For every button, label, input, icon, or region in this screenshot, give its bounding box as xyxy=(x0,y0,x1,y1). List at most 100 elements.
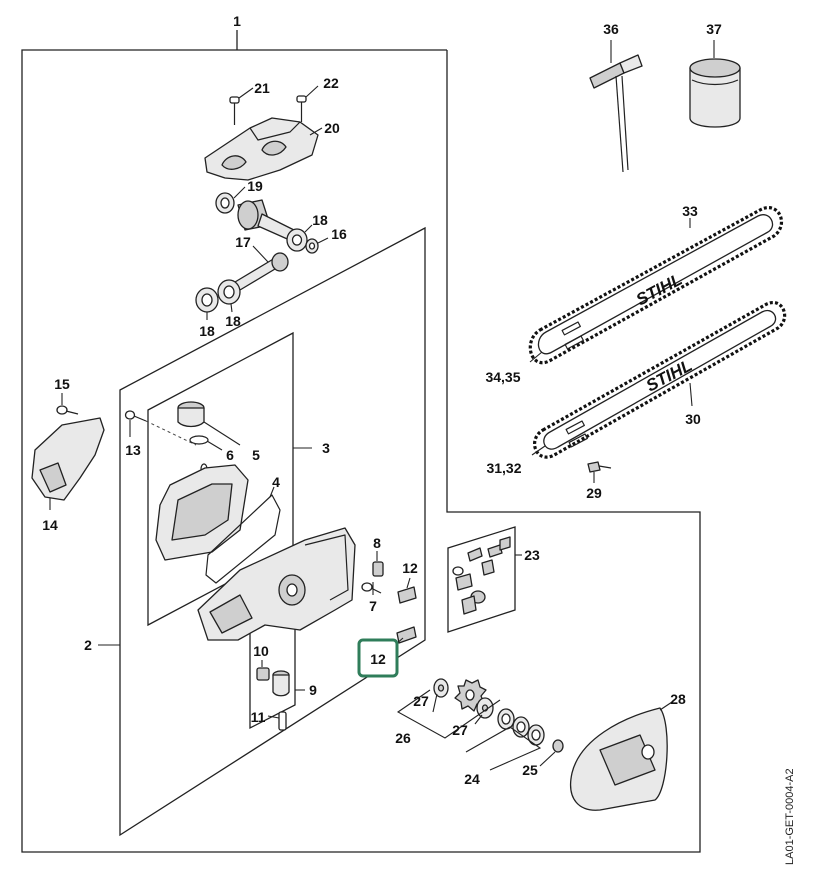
leader-22 xyxy=(305,85,319,98)
guide-bar-33: STIHL xyxy=(528,206,784,365)
bearing-19 xyxy=(215,192,235,214)
label-3: 3 xyxy=(322,440,330,456)
slide-12 xyxy=(397,586,417,604)
label-33: 33 xyxy=(682,203,698,219)
label-37: 37 xyxy=(706,21,722,37)
leader-17 xyxy=(252,245,269,263)
leader-26 xyxy=(396,689,501,739)
sprocket-cover-28 xyxy=(570,707,668,811)
pin-7 xyxy=(361,582,382,594)
label-12-highlighted: 12 xyxy=(370,651,386,667)
label-30: 30 xyxy=(685,411,701,427)
frame-2 xyxy=(119,226,426,837)
tool-36 xyxy=(589,54,643,173)
label-23: 23 xyxy=(524,547,540,563)
leader-11 xyxy=(267,715,280,719)
leader-3132 xyxy=(531,445,546,456)
leader-28 xyxy=(659,701,673,711)
label-16: 16 xyxy=(331,226,347,242)
screw-15 xyxy=(56,405,79,415)
washer-27-right xyxy=(476,697,494,719)
label-11: 11 xyxy=(251,709,266,725)
bevel-gear xyxy=(237,199,299,243)
label-15: 15 xyxy=(54,376,70,392)
label-27-left: 27 xyxy=(413,693,429,709)
oil-cap-5 xyxy=(177,401,205,428)
label-24: 24 xyxy=(464,771,480,787)
label-20: 20 xyxy=(324,120,340,136)
label-26: 26 xyxy=(395,730,411,746)
spring-8 xyxy=(372,561,384,577)
spring-10 xyxy=(256,667,270,681)
shaft-17 xyxy=(234,252,289,291)
label-4: 4 xyxy=(272,474,280,490)
leader-27a xyxy=(432,693,438,713)
label-19: 19 xyxy=(247,178,263,194)
frame-1 xyxy=(21,49,701,853)
label-27-right: 27 xyxy=(452,722,468,738)
label-18-top: 18 xyxy=(312,212,328,228)
washers-24 xyxy=(497,708,545,746)
label-2: 2 xyxy=(84,637,92,653)
gasket-4 xyxy=(205,494,281,584)
oil-tank xyxy=(155,464,249,561)
cover-14 xyxy=(31,417,105,501)
label-17: 17 xyxy=(235,234,251,250)
label-36: 36 xyxy=(603,21,619,37)
leader-24 xyxy=(465,726,542,771)
label-31-32: 31,32 xyxy=(486,460,521,476)
leader-27b xyxy=(474,714,483,725)
screw-13 xyxy=(124,410,147,422)
bearing-18-top xyxy=(286,228,308,252)
leader-4 xyxy=(269,486,275,498)
label-34-35: 34,35 xyxy=(485,369,520,385)
label-13: 13 xyxy=(125,442,141,458)
label-8: 8 xyxy=(373,535,381,551)
label-22: 22 xyxy=(323,75,339,91)
label-7: 7 xyxy=(369,598,377,614)
pin-11 xyxy=(278,711,287,731)
leader-30 xyxy=(689,382,693,407)
parts-set-23 xyxy=(452,536,511,615)
drawing-id: LA01-GET-0004-A2 xyxy=(784,768,796,865)
ring-16 xyxy=(305,238,319,254)
leader-3435 xyxy=(529,351,543,363)
washer-27-left xyxy=(433,678,449,698)
label-6: 6 xyxy=(226,447,234,463)
label-29: 29 xyxy=(586,485,602,501)
leader-6 xyxy=(206,440,223,451)
label-5: 5 xyxy=(252,447,260,463)
leader-18c xyxy=(230,303,233,313)
seal-ring-6 xyxy=(189,435,209,445)
label-28: 28 xyxy=(670,691,686,707)
stud-29 xyxy=(587,461,612,473)
label-21: 21 xyxy=(254,80,270,96)
label-25: 25 xyxy=(522,762,538,778)
nut-25 xyxy=(552,739,564,753)
oil-bottle-37 xyxy=(689,58,741,128)
label-1: 1 xyxy=(233,13,241,29)
leader-16 xyxy=(317,237,329,244)
label-10: 10 xyxy=(253,643,269,659)
leader-20 xyxy=(309,127,323,136)
bearing-18-left xyxy=(195,287,219,313)
label-9: 9 xyxy=(309,682,317,698)
leader-19 xyxy=(233,186,246,199)
leader-12a xyxy=(406,577,411,589)
screw-21 xyxy=(229,96,240,125)
label-14: 14 xyxy=(42,517,58,533)
bearing-18-right xyxy=(217,279,241,305)
label-12-top: 12 xyxy=(402,560,418,576)
highlight-box[interactable] xyxy=(357,638,399,678)
frame-23 xyxy=(447,526,516,633)
leader-21 xyxy=(238,87,254,99)
leader-5 xyxy=(203,421,241,446)
screw-22 xyxy=(296,95,307,122)
gear-housing-2 xyxy=(197,527,356,641)
leader-18a xyxy=(304,224,313,233)
gear-housing-20 xyxy=(204,117,319,181)
label-18-right: 18 xyxy=(225,313,241,329)
label-18-left: 18 xyxy=(199,323,215,339)
nut-9 xyxy=(272,670,290,697)
